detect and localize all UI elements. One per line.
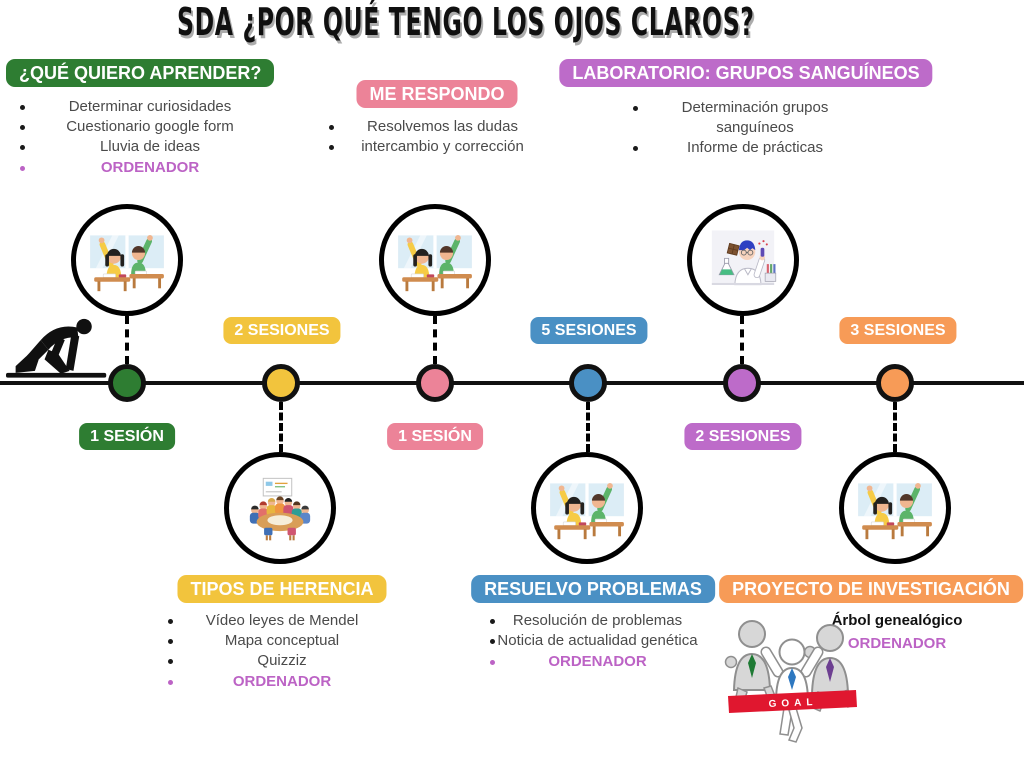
list-item-ordenador: ORDENADOR xyxy=(0,158,300,178)
list-item-label: Quizziz xyxy=(257,652,307,669)
session-badge-2: 2 SESIONES xyxy=(223,317,341,344)
section-list-me-respondo: Resolvemos las dudas intercambio y corre… xyxy=(315,117,570,157)
students-raising-hands-icon xyxy=(90,234,164,292)
list-item-label: Noticia de actualidad genética xyxy=(497,632,698,649)
list-item: Resolución de problemas xyxy=(455,611,740,631)
list-item: Resolvemos las dudas xyxy=(315,117,570,137)
section-badge-proyecto-investigacion: PROYECTO DE INVESTIGACIÓN xyxy=(719,575,1023,603)
list-item: Determinar curiosidades xyxy=(0,97,300,117)
proyecto-item-arbol-genealogico: Árbol genealógico xyxy=(831,612,963,629)
list-item: Noticia de actualidad genética xyxy=(455,631,740,651)
list-item-label: Determinación grupos sanguíneos xyxy=(681,99,829,136)
timeline-line xyxy=(0,381,1024,385)
section-list-tipos-de-herencia: Vídeo leyes de Mendel Mapa conceptual Qu… xyxy=(132,611,432,692)
milestone-dot-2 xyxy=(262,364,300,402)
section-badge-laboratorio: LABORATORIO: GRUPOS SANGUÍNEOS xyxy=(559,59,933,87)
list-item-label: ORDENADOR xyxy=(100,159,200,176)
proyecto-item-ordenador: ORDENADOR xyxy=(847,635,947,652)
list-item-label: Informe de prácticas xyxy=(687,139,823,156)
section-list-que-quiero-aprender: Determinar curiosidades Cuestionario goo… xyxy=(0,97,300,178)
session-badge-6: 3 SESIONES xyxy=(839,317,957,344)
list-item: Informe de prácticas xyxy=(605,138,905,158)
list-item: Vídeo leyes de Mendel xyxy=(132,611,432,631)
milestone-circle-6 xyxy=(839,452,951,564)
page-title: SDA ¿POR QUÉ TENGO LOS OJOS CLAROS? xyxy=(177,0,755,44)
milestone-circle-2 xyxy=(224,452,336,564)
list-item: Quizziz xyxy=(132,651,432,671)
section-badge-tipos-de-herencia: TIPOS DE HERENCIA xyxy=(177,575,387,603)
students-raising-hands-icon xyxy=(550,482,624,540)
list-item-label: ORDENADOR xyxy=(232,673,332,690)
section-badge-resuelvo-problemas: RESUELVO PROBLEMAS xyxy=(471,575,715,603)
milestone-dot-5 xyxy=(723,364,761,402)
list-item-label: Resolución de problemas xyxy=(512,612,683,629)
list-item: intercambio y corrección xyxy=(315,137,570,157)
milestone-connector xyxy=(125,316,129,364)
list-item-ordenador: ORDENADOR xyxy=(132,672,432,692)
list-item: Mapa conceptual xyxy=(132,631,432,651)
list-item-label: Lluvia de ideas xyxy=(99,138,201,155)
milestone-connector xyxy=(433,316,437,364)
milestone-circle-1 xyxy=(71,204,183,316)
milestone-dot-4 xyxy=(569,364,607,402)
students-raising-hands-icon xyxy=(398,234,472,292)
milestone-circle-3 xyxy=(379,204,491,316)
section-list-laboratorio: Determinación grupos sanguíneos Informe … xyxy=(605,98,905,158)
milestone-circle-5 xyxy=(687,204,799,316)
list-item-label: ORDENADOR xyxy=(548,653,647,670)
section-badge-que-quiero-aprender: ¿QUÉ QUIERO APRENDER? xyxy=(6,59,275,87)
page-title-wrap: SDA ¿POR QUÉ TENGO LOS OJOS CLAROS? xyxy=(0,0,880,44)
list-item-label: Cuestionario google form xyxy=(66,118,234,135)
students-raising-hands-icon xyxy=(858,482,932,540)
list-item: Determinación grupos sanguíneos xyxy=(605,98,905,138)
milestone-connector xyxy=(893,402,897,452)
milestone-circle-4 xyxy=(531,452,643,564)
list-item: Cuestionario google form xyxy=(0,117,300,137)
session-badge-3: 1 SESIÓN xyxy=(387,423,483,450)
milestone-connector xyxy=(740,316,744,364)
milestone-dot-1 xyxy=(108,364,146,402)
session-badge-4: 5 SESIONES xyxy=(530,317,648,344)
section-list-resuelvo-problemas: Resolución de problemas Noticia de actua… xyxy=(455,611,740,672)
list-item: Lluvia de ideas xyxy=(0,137,300,157)
list-item-label: intercambio y corrección xyxy=(361,138,524,155)
milestone-connector xyxy=(279,402,283,452)
group-work-icon xyxy=(249,477,311,540)
list-item-label: Mapa conceptual xyxy=(224,632,340,649)
session-badge-5: 2 SESIONES xyxy=(684,423,802,450)
goal-banner-text: GOAL xyxy=(768,697,817,710)
goal-finish-icon: GOAL xyxy=(724,620,857,743)
list-item-label: Determinar curiosidades xyxy=(68,98,232,115)
list-item-ordenador: ORDENADOR xyxy=(455,652,740,672)
milestone-dot-3 xyxy=(416,364,454,402)
milestone-connector xyxy=(586,402,590,452)
scientist-lab-icon xyxy=(711,230,777,286)
milestone-dot-6 xyxy=(876,364,914,402)
section-badge-me-respondo: ME RESPONDO xyxy=(356,80,518,108)
runner-start-icon xyxy=(6,318,107,378)
list-item-label: Vídeo leyes de Mendel xyxy=(205,612,359,629)
list-item-label: Resolvemos las dudas xyxy=(367,118,518,135)
session-badge-1: 1 SESIÓN xyxy=(79,423,175,450)
